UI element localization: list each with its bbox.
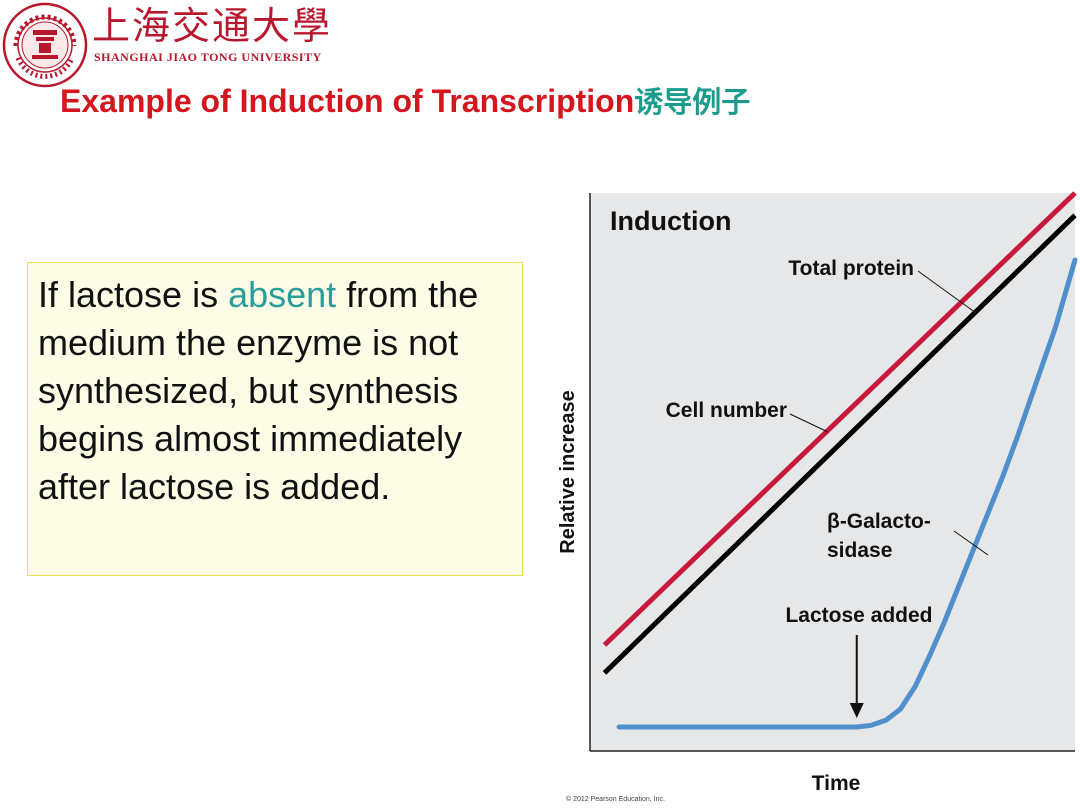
text-part-1: If lactose is — [38, 274, 229, 315]
label-total-protein: Total protein — [788, 257, 914, 280]
university-name-cn: 上海交通大學 — [92, 4, 333, 48]
leader-cell-number — [789, 413, 829, 433]
text-highlight-absent: absent — [228, 274, 337, 315]
slide-title-en: Example of Induction of Transcription — [60, 83, 635, 119]
copyright-text: © 2012 Pearson Education, Inc. — [566, 796, 665, 803]
induction-chart: Induction Relative increase Time Total p… — [557, 191, 1078, 795]
explanation-textbox: If lactose is absent from the medium the… — [27, 262, 523, 576]
chart-title: Induction — [610, 206, 731, 236]
leader-total-protein — [917, 270, 977, 314]
leader-galactosidase — [953, 530, 989, 556]
x-axis-label: Time — [812, 772, 861, 795]
slide-title-cn: 诱导例子 — [634, 85, 751, 119]
slide-title: Example of Induction of Transcription诱导例… — [60, 80, 750, 123]
label-galactosidase-line2: sidase — [827, 539, 892, 562]
label-lactose-added: Lactose added — [785, 604, 932, 627]
series-cell-number-line — [602, 213, 1077, 675]
label-galactosidase-line1: β-Galacto- — [827, 510, 931, 533]
series-galactosidase-line — [616, 257, 1078, 730]
series-total-protein-line — [602, 191, 1077, 647]
text-part-2: from the medium the enzyme is not synthe… — [38, 274, 479, 507]
university-name-en: SHANGHAI JIAO TONG UNIVERSITY — [94, 50, 322, 64]
plot-background — [590, 193, 1075, 751]
label-cell-number: Cell number — [666, 399, 787, 422]
university-seal-icon — [2, 2, 88, 88]
lactose-added-arrow-head — [849, 703, 864, 718]
y-axis-label: Relative increase — [557, 390, 579, 553]
